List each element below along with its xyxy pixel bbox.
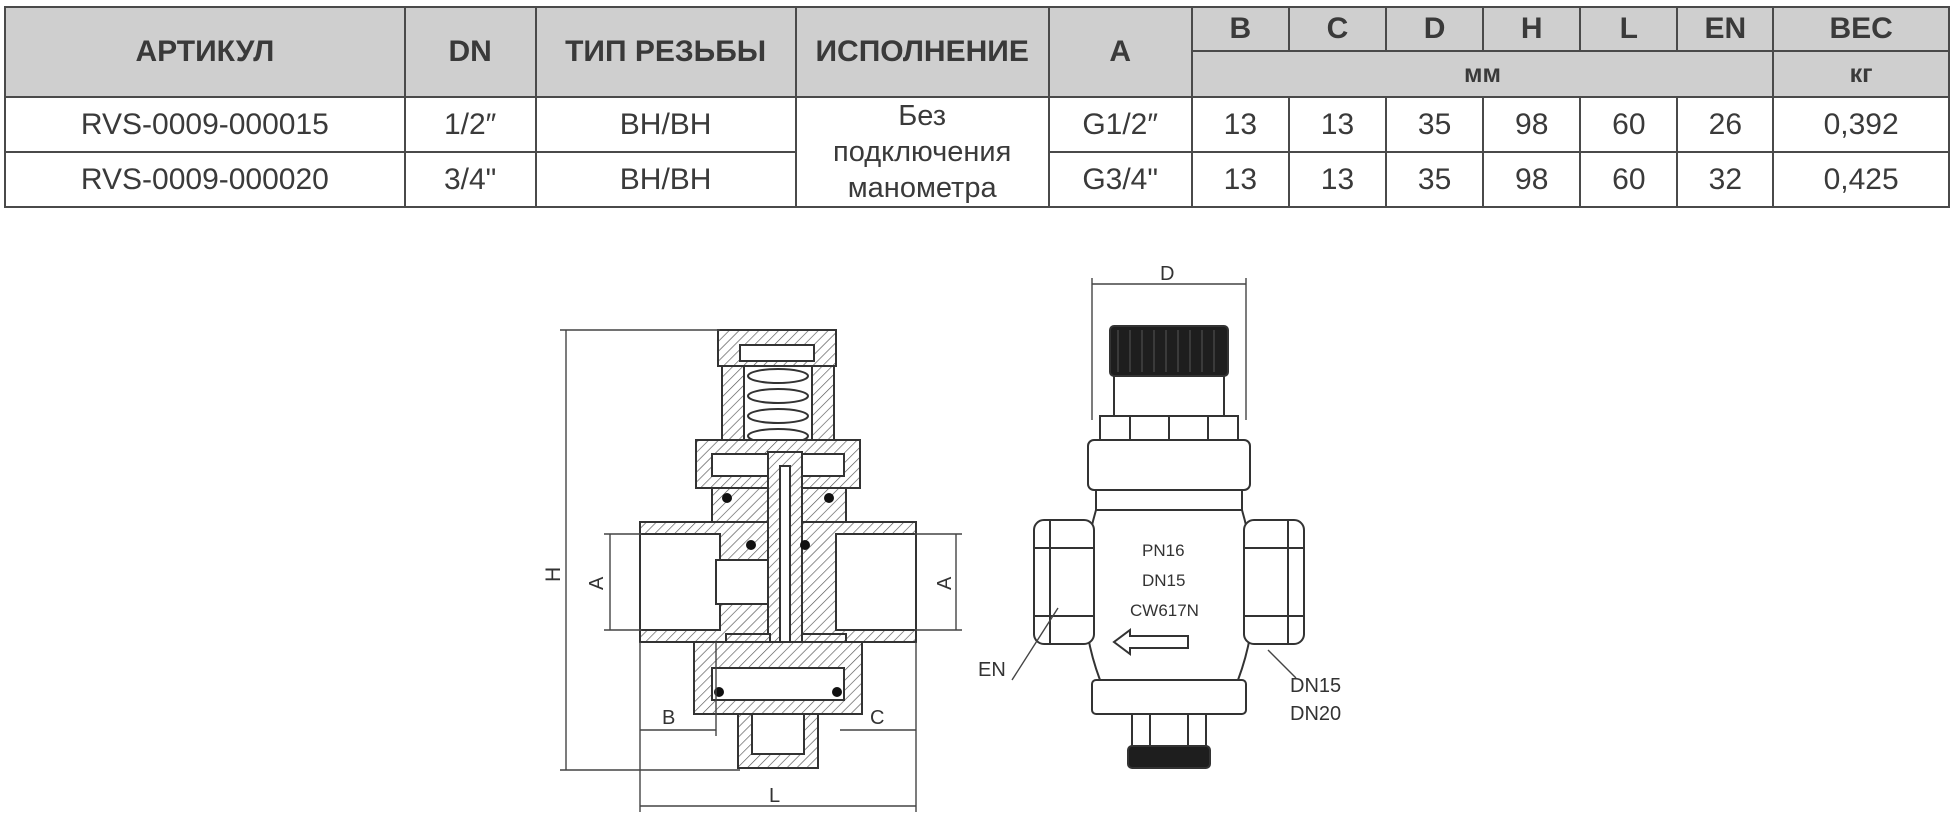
cell-execution: Без подключения манометра <box>794 96 1050 208</box>
header-b: B <box>1190 6 1290 52</box>
cell-b: 13 <box>1190 151 1290 208</box>
cell-a: G3/4" <box>1047 151 1193 208</box>
dim-d-label: D <box>1160 263 1174 285</box>
execution-line: подключения <box>833 136 1012 168</box>
cell-thread-type: ВН/ВН <box>534 151 797 208</box>
cell-en: 26 <box>1676 96 1775 153</box>
header-a: A <box>1047 6 1193 98</box>
cell-dn: 3/4" <box>403 151 537 208</box>
section-valve-body <box>639 329 917 769</box>
exterior-dimension-lines <box>1011 278 1297 681</box>
dim-c-label: C <box>870 707 884 729</box>
cell-a: G1/2″ <box>1047 96 1193 153</box>
execution-line: манометра <box>847 172 997 204</box>
dim-a-right-label: A <box>934 576 956 590</box>
cell-h: 98 <box>1482 96 1582 153</box>
cell-weight: 0,425 <box>1772 151 1950 208</box>
exterior-valve-body <box>1033 325 1305 769</box>
cell-d: 35 <box>1385 151 1485 208</box>
specifications-table: АРТИКУЛ DN ТИП РЕЗЬБЫ ИСПОЛНЕНИЕ A B C D… <box>4 6 1950 208</box>
header-en: EN <box>1676 6 1775 52</box>
dn15-label: DN15 <box>1290 675 1341 697</box>
dim-l-label: L <box>769 785 780 807</box>
cell-article: RVS-0009-000020 <box>4 151 406 208</box>
header-d: D <box>1385 6 1485 52</box>
cell-c: 13 <box>1287 96 1388 153</box>
table-row: RVS-0009-000020 3/4" ВН/ВН G3/4" 13 13 3… <box>4 151 1950 208</box>
header-c: C <box>1287 6 1388 52</box>
header-article: АРТИКУЛ <box>4 6 406 98</box>
dn20-label: DN20 <box>1290 703 1341 725</box>
dim-b-label: B <box>662 707 675 729</box>
body-marking-material: CW617N <box>1130 601 1199 620</box>
header-weight: ВЕС <box>1772 6 1950 52</box>
dim-a-left-label: A <box>586 576 608 590</box>
cell-weight: 0,392 <box>1772 96 1950 153</box>
header-dn: DN <box>403 6 537 98</box>
header-l: L <box>1579 6 1679 52</box>
table-row: RVS-0009-000015 1/2″ ВН/ВН Без подключен… <box>4 96 1950 208</box>
cell-en: 32 <box>1676 151 1775 208</box>
execution-line: Без <box>898 100 947 132</box>
cell-l: 60 <box>1579 151 1679 208</box>
cell-l: 60 <box>1579 96 1679 153</box>
dim-h-label: H <box>542 567 565 582</box>
header-h: H <box>1482 6 1582 52</box>
body-marking-pn: PN16 <box>1142 541 1185 560</box>
cell-h: 98 <box>1482 151 1582 208</box>
header-unit-kg: кг <box>1772 50 1950 98</box>
cell-c: 13 <box>1287 151 1388 208</box>
cell-dn: 1/2″ <box>403 96 537 153</box>
body-marking-dn: DN15 <box>1142 571 1185 590</box>
header-execution: ИСПОЛНЕНИЕ <box>794 6 1050 98</box>
cell-thread-type: ВН/ВН <box>534 96 797 153</box>
cell-article: RVS-0009-000015 <box>4 96 406 153</box>
cell-d: 35 <box>1385 96 1485 153</box>
section-dimension-lines <box>560 329 962 812</box>
dim-en-label: EN <box>978 659 1006 681</box>
header-unit-mm: мм <box>1190 50 1775 98</box>
header-thread-type: ТИП РЕЗЬБЫ <box>534 6 797 98</box>
cell-b: 13 <box>1190 96 1290 153</box>
